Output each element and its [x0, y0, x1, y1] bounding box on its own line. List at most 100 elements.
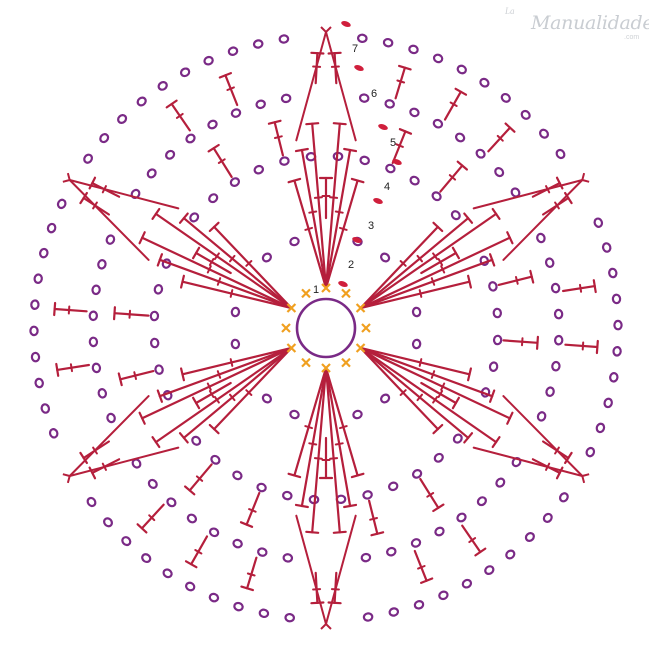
- center-cross-stitch: [301, 357, 311, 368]
- slip-stitch-marker: [392, 159, 402, 165]
- chain-stitch: [253, 164, 265, 175]
- chain-stitch: [612, 346, 622, 357]
- watermark-suffix: .com: [624, 34, 640, 41]
- stitch-top-bar: [192, 396, 201, 410]
- stitch-top-bar: [287, 177, 302, 184]
- chain-stitch: [147, 478, 158, 489]
- stitch-post: [273, 121, 284, 157]
- petal-tip-line: [502, 395, 584, 477]
- chain-stitch: [146, 168, 157, 179]
- chain-stitch: [30, 351, 41, 363]
- chain-stitch: [432, 53, 444, 64]
- chain-stitch: [227, 46, 239, 56]
- watermark-logo: La Manualidades .com: [505, 6, 649, 42]
- stitch-cross-bar: [334, 210, 344, 214]
- chain-stitch: [613, 319, 623, 331]
- stitch-post: [245, 491, 261, 526]
- stitch-top-bar: [156, 253, 163, 267]
- stitch-post: [359, 212, 498, 310]
- stitch-cross-bar: [69, 363, 73, 373]
- stitch-cross-bar: [432, 252, 439, 261]
- stitch-post: [420, 251, 457, 275]
- stitch-top-bar: [454, 87, 468, 96]
- stitch-cross-bar: [245, 389, 253, 396]
- stitch-cross-bar: [432, 395, 439, 404]
- chain-stitch: [454, 132, 466, 143]
- chain-stitch: [608, 267, 618, 279]
- stitch-cross-bar: [229, 289, 234, 298]
- round-number-label: 2: [348, 259, 354, 271]
- slip-stitch-marker: [352, 237, 362, 243]
- stitch-cross-bar: [304, 425, 313, 430]
- chain-stitch: [545, 386, 555, 397]
- chain-stitch: [492, 334, 503, 346]
- stitch-cross-bar: [440, 382, 446, 391]
- stitch-cross-bar: [313, 457, 323, 460]
- chain-stitch: [233, 601, 244, 612]
- stitch-post: [561, 285, 596, 293]
- chain-stitch: [386, 546, 397, 557]
- stitch-cross-bar: [395, 143, 404, 148]
- stitch-top-bar: [467, 274, 472, 289]
- stitch-top-bar: [529, 269, 535, 284]
- stitch-top-bar: [555, 176, 564, 190]
- stitch-cross-bar: [213, 252, 220, 261]
- center-cross-stitch: [355, 343, 366, 353]
- stitch-post: [502, 339, 539, 344]
- petal-tip-line: [295, 31, 327, 142]
- stitch-cross-bar: [430, 277, 436, 286]
- stitch-post: [359, 346, 471, 376]
- chain-stitch: [387, 481, 399, 492]
- stitch-top-bar: [192, 246, 201, 260]
- chain-stitch: [609, 372, 619, 383]
- stitch-cross-bar: [216, 370, 222, 379]
- chain-stitch: [411, 306, 422, 318]
- stitch-post: [359, 346, 439, 431]
- chain-stitch: [232, 470, 243, 481]
- stitch-post: [300, 366, 328, 508]
- chain-stitch: [492, 307, 503, 319]
- chain-stitch: [208, 592, 220, 603]
- stitch-top-bar: [240, 585, 254, 592]
- stitch-top-bar: [595, 339, 599, 355]
- stitch-top-bar: [207, 143, 220, 153]
- stitch-cross-bar: [496, 134, 504, 142]
- chain-stitch: [434, 526, 445, 537]
- stitch-cross-bar: [313, 196, 323, 199]
- chain-stitch: [558, 492, 569, 503]
- stitch-top-bar: [305, 530, 320, 534]
- stitch-top-bar: [310, 51, 325, 55]
- chain-stitch: [475, 148, 486, 159]
- slip-stitch-marker: [373, 198, 383, 204]
- stitch-top-bar: [218, 71, 232, 79]
- chain-stitch: [162, 389, 173, 401]
- stitch-cross-bar: [416, 254, 423, 263]
- chain-stitch: [117, 113, 128, 125]
- round-number-label: 7: [352, 43, 358, 55]
- chain-stitch: [551, 360, 561, 372]
- chain-stitch: [352, 409, 363, 420]
- chain-stitch: [289, 236, 300, 247]
- stitch-post: [141, 236, 293, 310]
- stitch-top-bar: [310, 601, 325, 605]
- stitch-top-bar: [165, 99, 178, 109]
- stitch-post: [359, 346, 470, 439]
- stitch-post: [188, 463, 213, 492]
- chain-stitch: [456, 64, 467, 75]
- chain-stitch: [433, 452, 444, 463]
- stitch-post: [311, 122, 328, 290]
- stitch-top-bar: [178, 432, 189, 444]
- petal-tip-line: [68, 446, 180, 477]
- stitch-top-bar: [432, 221, 444, 233]
- slip-stitch-marker: [338, 281, 348, 287]
- slip-stitch-marker: [341, 21, 351, 27]
- stitch-cross-bar: [213, 395, 220, 404]
- stitch-post: [53, 307, 88, 313]
- chain-stitch: [46, 222, 57, 234]
- stitch-post: [359, 280, 471, 310]
- stitch-cross-bar: [175, 112, 184, 119]
- stitch-cross-bar: [417, 565, 426, 570]
- stitch-post: [359, 258, 494, 310]
- chain-stitch: [256, 482, 267, 493]
- stitch-cross-bar: [148, 514, 156, 522]
